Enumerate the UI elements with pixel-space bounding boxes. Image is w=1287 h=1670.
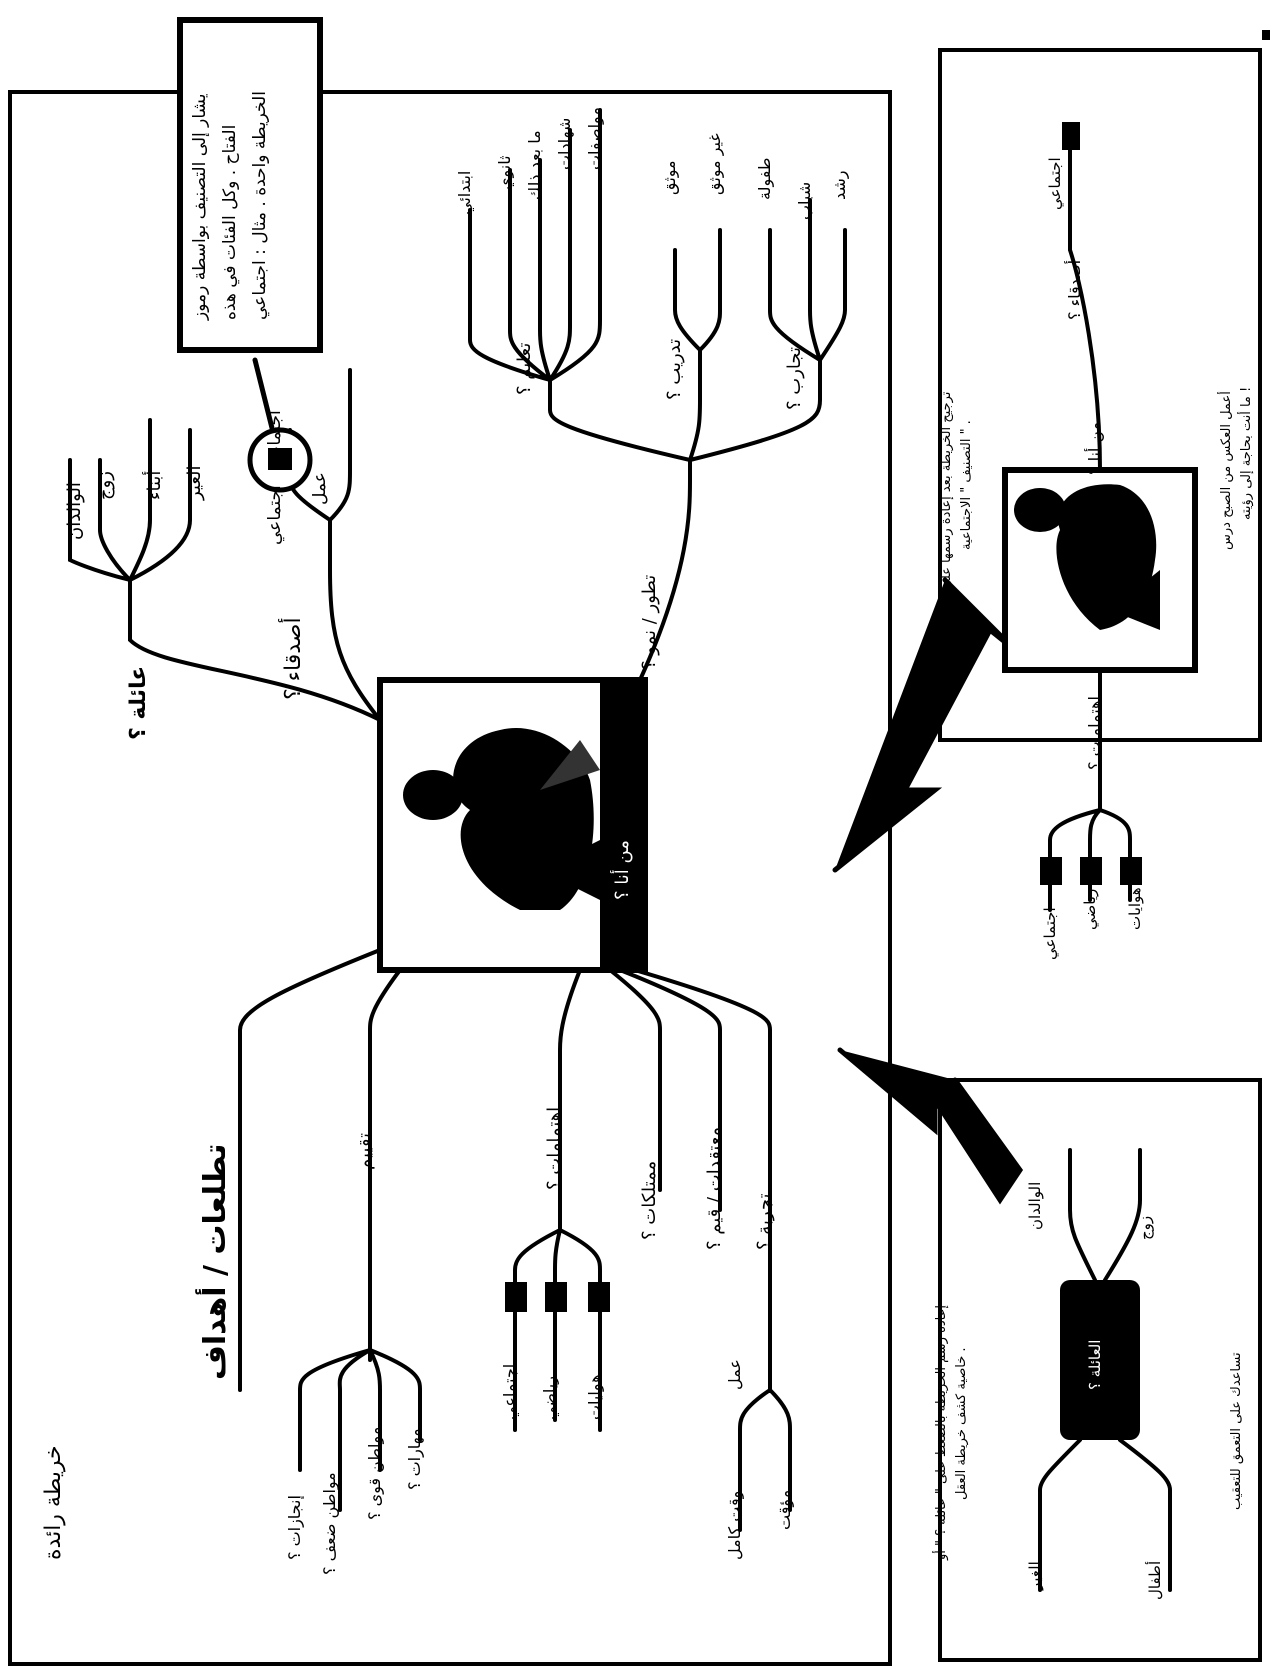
family-child-sons: أبناء <box>142 471 165 500</box>
branch-family <box>130 580 380 720</box>
panel-bottom-child-children: أطفال <box>1145 1561 1164 1600</box>
training-label: تدريب ؟ <box>664 339 685 400</box>
branch-possessions-label: ممتلكات ؟ <box>639 1161 660 1240</box>
evaluation-child-skills: مهارات ؟ <box>405 1428 425 1490</box>
branch-family-label: عائلة ؟ <box>126 666 151 740</box>
corner-mark <box>1262 30 1270 40</box>
evaluation-child-achievements: إنجازات ؟ <box>285 1495 305 1560</box>
panel-top-interests-child-hobbies: هوايات <box>1126 887 1144 930</box>
branch-aspirations-label: تطلعات / أهداف <box>195 1144 233 1380</box>
panel-bottom-caption-1: إعادة رسم الخريطة بالضغط على " عائلة ؟ "… <box>932 1305 949 1561</box>
interests-child-hobbies: هوايات <box>585 1374 605 1420</box>
experience-work-label: عمل <box>725 1359 744 1390</box>
callout-line-2: الفتاح . وكل الفئات في هذه <box>220 125 240 320</box>
panel-top-note-2: ما أنت بحاجة إلى رؤيته ! <box>1237 387 1254 520</box>
panel-bottom-center-label: العائلة ؟ <box>1086 1340 1104 1390</box>
panel-top-interests-child-social: اجتماعي <box>1041 907 1060 960</box>
callout-line-3: الخريطة واحدة . مثال : اجتماعي <box>250 91 270 320</box>
center-node <box>380 680 645 970</box>
friends-child-social: اجتماعي <box>265 485 285 545</box>
interests-child-sports: رياضي <box>540 1376 560 1420</box>
arrow-to-top-panel <box>835 580 1015 870</box>
family-child-spouse: زوج <box>94 471 115 500</box>
panel-bottom-child-parents: الوالدان <box>1026 1182 1044 1230</box>
arrow-to-bottom-panel <box>840 1050 1020 1200</box>
branch-growth-label: تطور / نمو ؟ <box>639 575 660 670</box>
panel-top-friends-label: أصدقاء ؟ <box>1064 260 1084 320</box>
interests-child-social: اجتماعي <box>500 1364 520 1420</box>
branch-friends-label: أصدقاء ؟ <box>278 617 306 700</box>
experiences-child-childhood: طفولة <box>755 157 775 200</box>
education-child-primary: ابتدائي <box>455 171 475 215</box>
education-child-secondary: ثانوي <box>495 155 515 190</box>
branch-beliefs-label: معتقدات / قيم ؟ <box>704 1127 725 1250</box>
experiences-child-adult: رشد <box>830 170 850 200</box>
evaluation-child-weaknesses: مواطن ضعف ؟ <box>320 1472 340 1575</box>
panel-bottom-child-spouse: زوج <box>1136 1216 1155 1240</box>
education-label: تعليم ؟ <box>514 343 535 395</box>
experiences-child-youth: شباب <box>795 182 814 220</box>
center-label: من أنا ؟ <box>610 840 633 900</box>
branch-experience-label: تجربة ؟ <box>754 1194 775 1251</box>
main-map-caption: خريطة رائدة <box>41 1445 66 1560</box>
training-child-undocumented: غير موثق <box>705 133 725 195</box>
friends-child-work: عمل <box>310 472 330 505</box>
panel-top-interests-label: اهتمامات ؟ <box>1085 696 1104 770</box>
callout-line-1: يشار إلى التصنيف بواسطة رموز <box>190 93 210 321</box>
training-child-documented: موثق <box>660 160 680 195</box>
family-child-others: الغير <box>184 465 205 501</box>
family-child-parents: الوالدان <box>64 482 85 540</box>
panel-top-friends-child: اجتماعي <box>1046 157 1065 210</box>
branch-evaluation-label: تقييم <box>354 1133 375 1170</box>
branch-possessions <box>610 970 660 1190</box>
panel-bottom-footer: تساعدك على التعمق للتعقيب <box>1229 1352 1244 1510</box>
evaluation-child-strengths: مواطن قوى ؟ <box>365 1427 385 1520</box>
callout-marker-label: اجتماعي <box>265 410 285 470</box>
education-child-specs: مواصفات <box>585 107 605 170</box>
experience-child-fulltime: وقت كامل <box>725 1491 745 1560</box>
panel-top-interests-child-sports: رياضي <box>1081 889 1100 930</box>
branch-friends <box>330 520 380 720</box>
branch-interests <box>560 970 580 1230</box>
panel-bottom-caption-2: خاصية كشف خريطة العقل . <box>954 1347 969 1500</box>
panel-top-caption-2: التصنيف " الاجتماعية " . <box>959 420 974 550</box>
panel-top-caption-1: ترجيح الخريطة بعد إعادة رسمها على <box>939 391 954 590</box>
panel-top-center-label: من أنا ؟ <box>1084 422 1105 475</box>
education-child-degrees: شهادات <box>555 118 575 170</box>
education-child-after: ما بعد ذلك <box>525 130 544 200</box>
experiences-label: تجارب ؟ <box>784 347 805 410</box>
branch-interests-label: اهتمامات ؟ <box>544 1107 565 1190</box>
panel-bottom-child-others: الغير <box>1026 1561 1044 1591</box>
experience-child-temporary: مؤقت <box>775 1490 795 1530</box>
panel-top-note-1: أعمل العكس من الصبح درس <box>1217 391 1234 550</box>
